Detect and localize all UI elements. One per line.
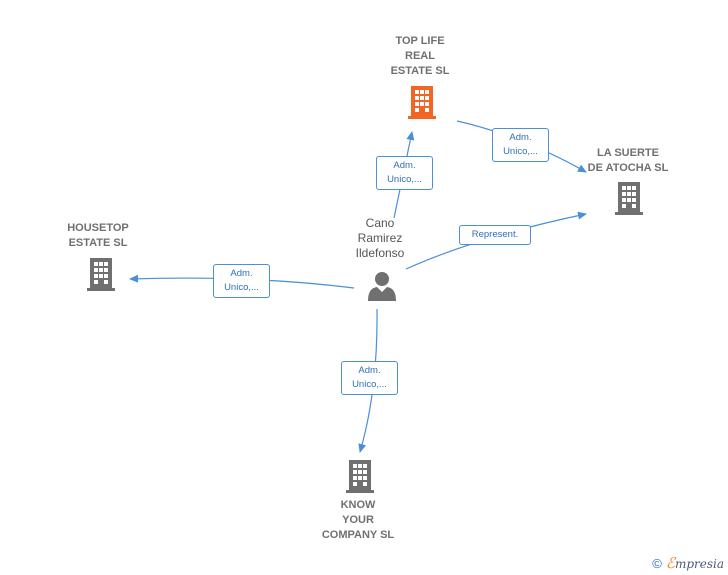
- copyright-symbol: ©: [652, 556, 662, 571]
- brand-logo-initial: ℰ: [665, 554, 675, 572]
- building-icon[interactable]: [344, 458, 376, 494]
- copyright-notice: ©ℰmpresia: [652, 554, 724, 572]
- node-label-know-your[interactable]: KNOW YOUR COMPANY SL: [321, 499, 395, 541]
- brand-name: mpresia: [674, 557, 724, 571]
- node-label-top-life[interactable]: TOP LIFE REAL ESTATE SL: [390, 35, 450, 77]
- building-icon[interactable]: [85, 256, 117, 292]
- edge-label-person-to-top-life[interactable]: Adm. Unico,...: [376, 156, 433, 190]
- node-label-la-suerte[interactable]: LA SUERTE DE ATOCHA SL: [587, 147, 669, 174]
- edge-label-person-to-know-your[interactable]: Adm. Unico,...: [341, 361, 398, 395]
- building-icon[interactable]: [406, 84, 438, 120]
- node-label-person[interactable]: Cano Ramirez Ildefonso: [355, 216, 405, 260]
- person-icon[interactable]: [365, 270, 399, 302]
- node-label-housetop[interactable]: HOUSETOP ESTATE SL: [67, 222, 129, 249]
- edge-label-person-to-housetop[interactable]: Adm. Unico,...: [213, 264, 270, 298]
- edge-label-top-life-to-la-suerte[interactable]: Adm. Unico,...: [492, 128, 549, 162]
- edge-label-person-to-la-suerte[interactable]: Represent.: [459, 225, 531, 245]
- building-icon[interactable]: [613, 180, 645, 216]
